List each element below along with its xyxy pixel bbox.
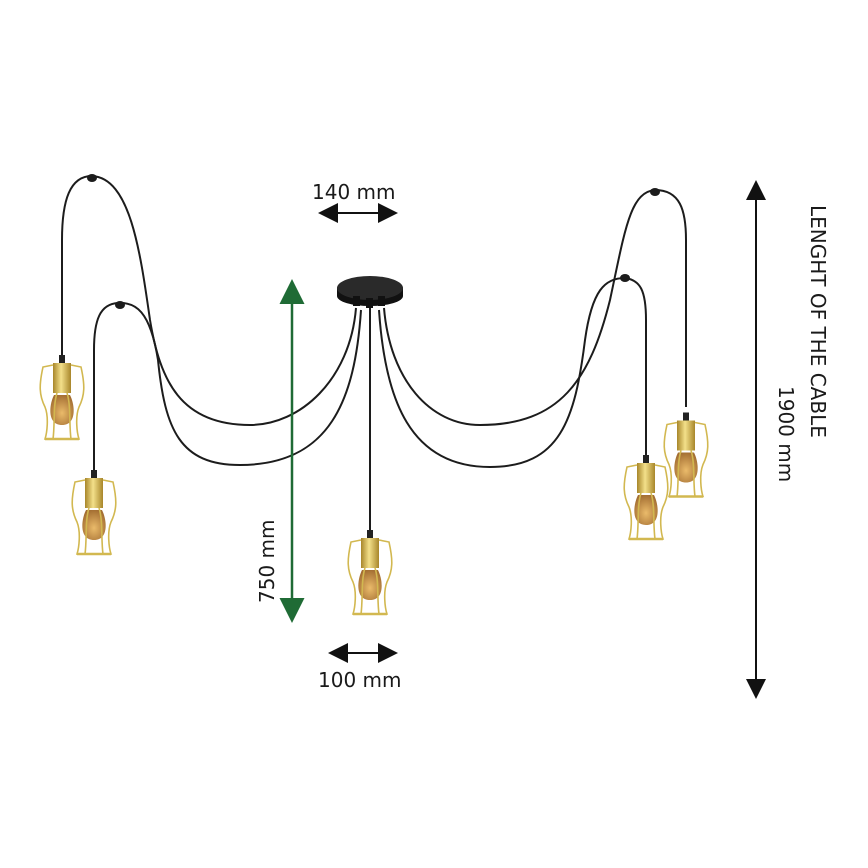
cable-length-caption: LENGHT OF THE CABLE — [806, 205, 830, 438]
ceiling-canopy — [337, 276, 403, 308]
hook-icon — [115, 301, 125, 309]
pendant-lamp-4 — [623, 455, 669, 541]
pendant-lamp-1 — [39, 355, 85, 441]
shade-width-label: 100 mm — [318, 668, 402, 692]
canopy-width-label: 140 mm — [312, 180, 396, 204]
hook-icon — [620, 274, 630, 282]
cable-far-right — [383, 188, 687, 427]
cable-far-left — [61, 174, 357, 427]
cables — [61, 174, 687, 532]
pendant-lamp-3 — [347, 530, 393, 616]
cable-hooks — [87, 174, 660, 309]
cable-left — [93, 301, 362, 472]
drop-height-label: 750 mm — [255, 519, 279, 604]
pendant-lamp-2 — [71, 470, 117, 556]
cable-length-label: 1900 mm — [774, 386, 798, 483]
pendant-lamp-5 — [662, 411, 710, 498]
cable-right — [378, 276, 647, 469]
hook-icon — [87, 174, 97, 182]
hook-icon — [650, 188, 660, 196]
